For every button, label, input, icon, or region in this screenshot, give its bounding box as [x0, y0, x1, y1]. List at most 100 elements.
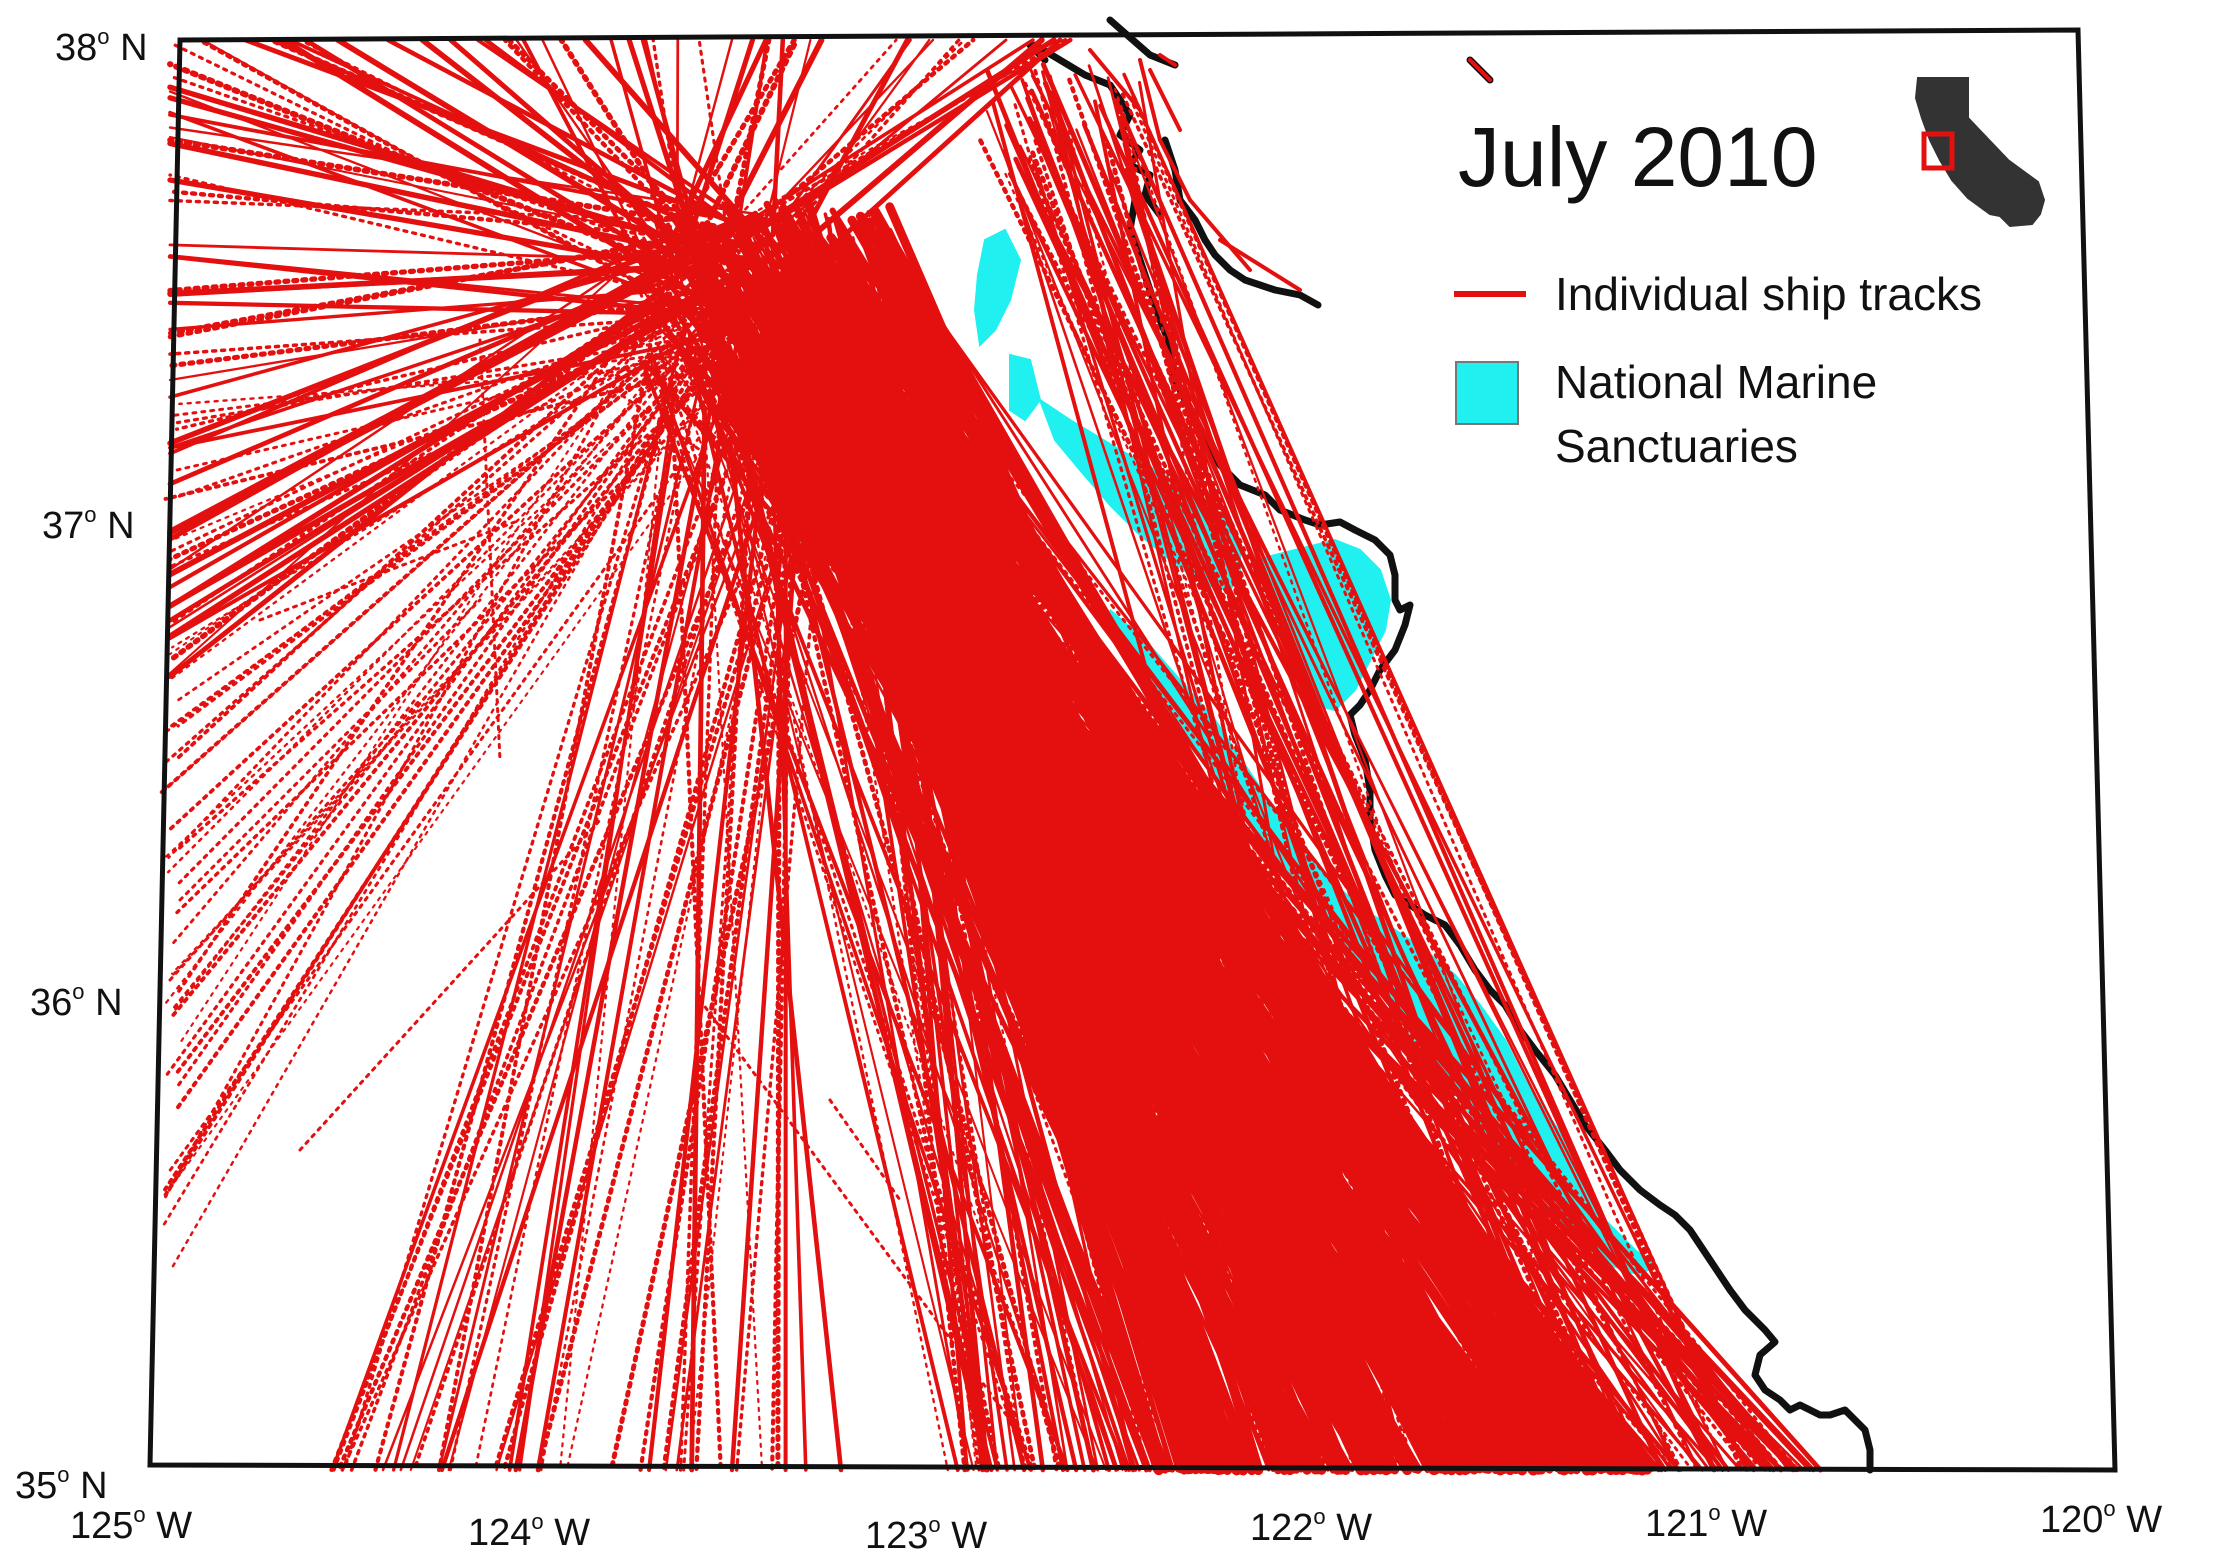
inset-location-marker — [1921, 131, 1955, 171]
lat-label-35: 35o N — [15, 1462, 108, 1507]
ship-track — [167, 95, 764, 267]
ship-track — [885, 202, 1441, 1475]
california-outline-icon — [1914, 77, 2046, 228]
lon-label-125: 125o W — [70, 1502, 192, 1547]
ship-track — [688, 435, 802, 1472]
coastline-north-bay — [1026, 16, 1494, 84]
ship-track — [1025, 157, 1616, 1473]
ship-track — [168, 242, 729, 399]
ship-track — [167, 248, 783, 578]
cyan-square-icon — [1455, 361, 1519, 425]
ship-track — [165, 334, 775, 1176]
ship-track — [167, 300, 666, 316]
ship-track — [753, 37, 910, 325]
ship-track — [1088, 48, 1142, 112]
ship-track — [436, 290, 663, 1473]
ship-track — [412, 257, 823, 1472]
lon-label-122: 122o W — [1250, 1504, 1372, 1549]
ship-track — [722, 37, 772, 266]
ship-track — [1218, 238, 1302, 292]
ship-tracks — [158, 37, 1823, 1476]
ship-track — [175, 354, 680, 703]
ship-track — [172, 347, 716, 417]
ship-track — [419, 37, 741, 288]
ship-track — [163, 351, 773, 501]
ship-track — [852, 280, 1218, 1475]
ship-track — [1081, 122, 1630, 1473]
ship-track — [1188, 198, 1252, 272]
ship-track — [513, 292, 734, 1473]
ship-track — [171, 330, 739, 1017]
ship-track — [165, 284, 742, 1076]
longitude-labels: 125o W 124o W 123o W 122o W 121o W 120o … — [70, 1496, 2162, 1553]
ship-track — [173, 282, 692, 763]
map-frame — [147, 27, 2118, 1473]
ship-track — [168, 698, 422, 982]
ship-track — [170, 347, 757, 975]
ship-track — [167, 292, 672, 609]
legend-tracks-label: Individual ship tracks — [1555, 268, 1982, 320]
ship-track — [329, 435, 742, 1472]
ship-track — [495, 405, 823, 1472]
ship-track — [1030, 150, 1551, 1473]
lat-label-36: 36o N — [30, 979, 123, 1024]
ship-track — [171, 344, 666, 649]
ship-track — [168, 322, 718, 641]
ship-track — [483, 37, 732, 225]
ship-track — [175, 367, 686, 1089]
ship-track — [258, 518, 522, 622]
ship-track — [298, 818, 602, 1152]
ship-track — [734, 373, 834, 1472]
ship-track — [727, 37, 1045, 310]
ship-track — [168, 316, 747, 569]
ship-track — [168, 221, 709, 456]
ship-track — [163, 334, 725, 1192]
ship-track — [161, 346, 667, 793]
ship-track — [828, 1098, 902, 1202]
ship-track — [1131, 94, 1745, 1473]
ship-track — [1048, 74, 1406, 1472]
ship-track — [168, 126, 765, 217]
ship-track — [1087, 64, 1553, 1472]
ship-track — [1001, 149, 1451, 1472]
ship-track — [399, 280, 807, 1472]
ship-track — [178, 359, 767, 406]
ship-track — [535, 342, 834, 1473]
ship-track — [171, 317, 733, 1012]
ship-track — [478, 338, 502, 762]
ship-track — [843, 340, 981, 1472]
ship-track — [978, 138, 1636, 1473]
ship-track — [349, 421, 748, 1472]
ship-track — [448, 444, 672, 1472]
ship-track — [704, 38, 961, 328]
ship-track — [638, 352, 814, 1473]
ship-track — [1067, 129, 1415, 1472]
ship-track — [165, 306, 684, 763]
legend-sanctuaries-line1: National Marine — [1555, 356, 1877, 408]
ship-track — [1053, 173, 1699, 1472]
ship-track — [1030, 121, 1635, 1473]
ship-track — [1010, 85, 1680, 1472]
sanctuary-gulf-farallones — [973, 228, 1022, 348]
ship-track — [1123, 168, 1574, 1473]
lon-label-121: 121o W — [1645, 1500, 1767, 1545]
ship-track — [748, 38, 1008, 254]
ship-track — [176, 364, 664, 728]
ship-track — [1113, 87, 1611, 1472]
ship-track — [687, 350, 960, 1472]
lon-label-124: 124o W — [468, 1509, 590, 1553]
map-title: July 2010 — [1458, 110, 1818, 204]
ship-track — [173, 363, 714, 1077]
ship-track — [1029, 68, 1700, 1472]
ship-track — [893, 247, 1681, 1472]
ship-track — [737, 379, 1206, 1474]
latitude-labels: 38o N 37o N 36o N 35o N — [15, 24, 148, 1507]
ship-track — [847, 215, 1576, 1475]
ship-track — [1148, 68, 1182, 132]
ship-track — [177, 283, 778, 498]
lon-label-120: 120o W — [2040, 1496, 2162, 1541]
ship-track — [167, 277, 772, 833]
ship-track — [168, 336, 752, 473]
ship-track — [984, 68, 1550, 1473]
ship-track — [164, 295, 665, 1199]
